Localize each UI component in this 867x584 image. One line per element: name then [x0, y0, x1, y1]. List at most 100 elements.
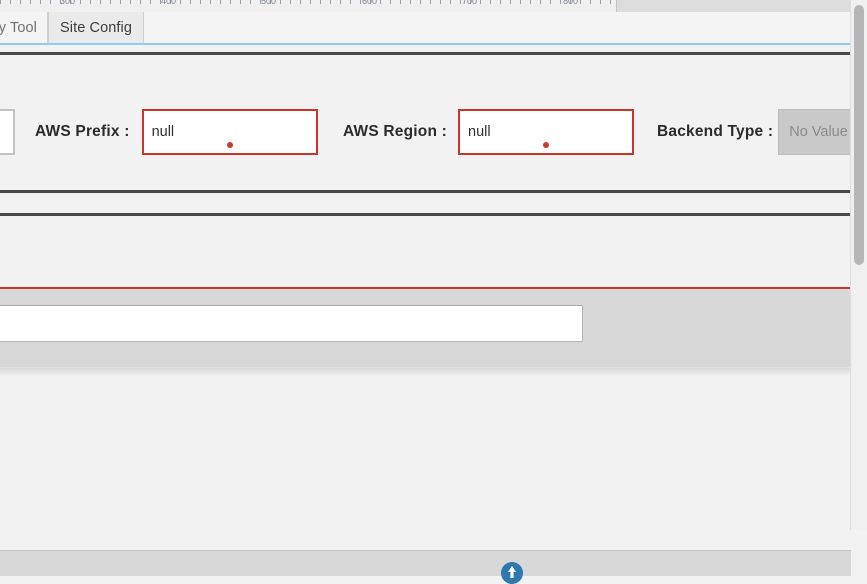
ruler-tick — [600, 0, 601, 4]
ruler-tick — [320, 0, 321, 4]
aws-region-label: AWS Region : — [343, 123, 448, 140]
ruler-dead-zone — [616, 0, 867, 12]
section-rule-middle — [0, 190, 851, 193]
ruler-tick — [230, 0, 231, 4]
field-aws-prefix: AWS Prefix : null — [35, 103, 318, 161]
ruler-tick — [510, 0, 511, 4]
ruler-tick — [440, 0, 441, 4]
ruler-tick — [20, 0, 21, 4]
ruler-label: 600 — [362, 0, 378, 6]
section-rule-lower — [0, 213, 851, 216]
field-backend-type: Backend Type : No Value — [657, 103, 867, 161]
tab-site-config[interactable]: Site Config — [48, 12, 144, 43]
ruler-tick — [270, 0, 271, 4]
ruler-tick — [10, 0, 11, 4]
tab-deploy-tool[interactable]: y Tool — [0, 12, 48, 43]
config-field-row: AWS Prefix : null AWS Region : null Back… — [0, 103, 867, 161]
ruler-tick — [350, 0, 351, 4]
ruler-tick — [590, 0, 591, 4]
ruler-tick — [80, 0, 81, 4]
aws-prefix-input[interactable]: null — [141, 109, 318, 155]
ruler-tick — [120, 0, 121, 4]
ruler-tick — [420, 0, 421, 4]
aws-prefix-label: AWS Prefix : — [35, 123, 130, 140]
ruler-tick — [450, 0, 451, 4]
ruler-tick — [410, 0, 411, 4]
ruler-label: 300 — [60, 0, 76, 6]
ruler-label: 400 — [161, 0, 177, 6]
ruler-tick — [570, 0, 571, 4]
status-footer — [0, 550, 851, 584]
tab-deploy-tool-label: y Tool — [0, 19, 37, 36]
ruler-tick — [130, 0, 131, 4]
vertical-scrollbar[interactable] — [850, 0, 867, 530]
tab-strip: y Tool Site Config — [0, 12, 867, 45]
ruler-tick — [460, 0, 461, 4]
ruler-tick — [50, 0, 51, 4]
ruler-tick — [40, 0, 41, 4]
info-circle-icon[interactable] — [501, 562, 523, 584]
aws-region-value: null — [468, 124, 491, 140]
ruler-label: 700 — [462, 0, 478, 6]
ruler-tick — [490, 0, 491, 4]
ruler-tick — [100, 0, 101, 4]
ruler-tick — [280, 0, 281, 4]
ruler-tick — [610, 0, 611, 4]
ruler-tick — [520, 0, 521, 4]
ruler-tick — [580, 0, 581, 4]
ruler-tick — [110, 0, 111, 4]
ruler-tick — [400, 0, 401, 4]
ruler-tick — [430, 0, 431, 4]
ruler-tick — [170, 0, 171, 4]
ruler-tick — [90, 0, 91, 4]
ruler-tick — [550, 0, 551, 4]
backend-type-value: No Value — [789, 124, 848, 140]
band-text-input[interactable] — [0, 305, 583, 342]
tab-site-config-label: Site Config — [59, 19, 133, 36]
aws-region-input[interactable]: null — [458, 109, 635, 155]
aws-prefix-error-dot-icon — [226, 142, 233, 148]
ruler-tick — [480, 0, 481, 4]
vertical-scrollbar-thumb[interactable] — [854, 5, 864, 265]
ruler-tick — [530, 0, 531, 4]
ruler-tick — [140, 0, 141, 4]
ruler-tick — [300, 0, 301, 4]
aws-region-error-dot-icon — [543, 142, 550, 148]
backend-type-label: Backend Type : — [657, 123, 774, 140]
unnamed-left-field[interactable] — [0, 109, 15, 155]
ruler-tick — [290, 0, 291, 4]
ruler-tick — [180, 0, 181, 4]
ruler-label: 500 — [261, 0, 277, 6]
content-surface: AWS Prefix : null AWS Region : null Back… — [0, 45, 867, 584]
ruler-tick — [540, 0, 541, 4]
section-rule-red — [0, 287, 851, 289]
section-rule-top — [0, 52, 851, 55]
field-aws-region: AWS Region : null — [343, 103, 635, 161]
ruler-tick — [470, 0, 471, 4]
ruler-tick — [240, 0, 241, 4]
ruler-tick — [380, 0, 381, 4]
ruler-tick — [340, 0, 341, 4]
ruler-tick — [160, 0, 161, 4]
ruler-tick — [250, 0, 251, 4]
ruler-tick — [200, 0, 201, 4]
blank-panel — [0, 367, 851, 506]
ruler-tick — [500, 0, 501, 4]
ruler-tick — [210, 0, 211, 4]
panel-top-shadow — [0, 368, 851, 376]
ruler-tick — [0, 0, 1, 4]
ruler-tick — [560, 0, 561, 4]
ruler-tick — [390, 0, 391, 4]
aws-prefix-value: null — [151, 124, 175, 140]
ruler-tick — [310, 0, 311, 4]
grey-band — [0, 289, 851, 367]
ruler-tick — [360, 0, 361, 4]
ruler-tick — [30, 0, 31, 4]
ruler-tick — [330, 0, 331, 4]
ruler-tick — [60, 0, 61, 4]
ruler-tick — [370, 0, 371, 4]
ruler-tick — [70, 0, 71, 4]
ruler-tick — [220, 0, 221, 4]
